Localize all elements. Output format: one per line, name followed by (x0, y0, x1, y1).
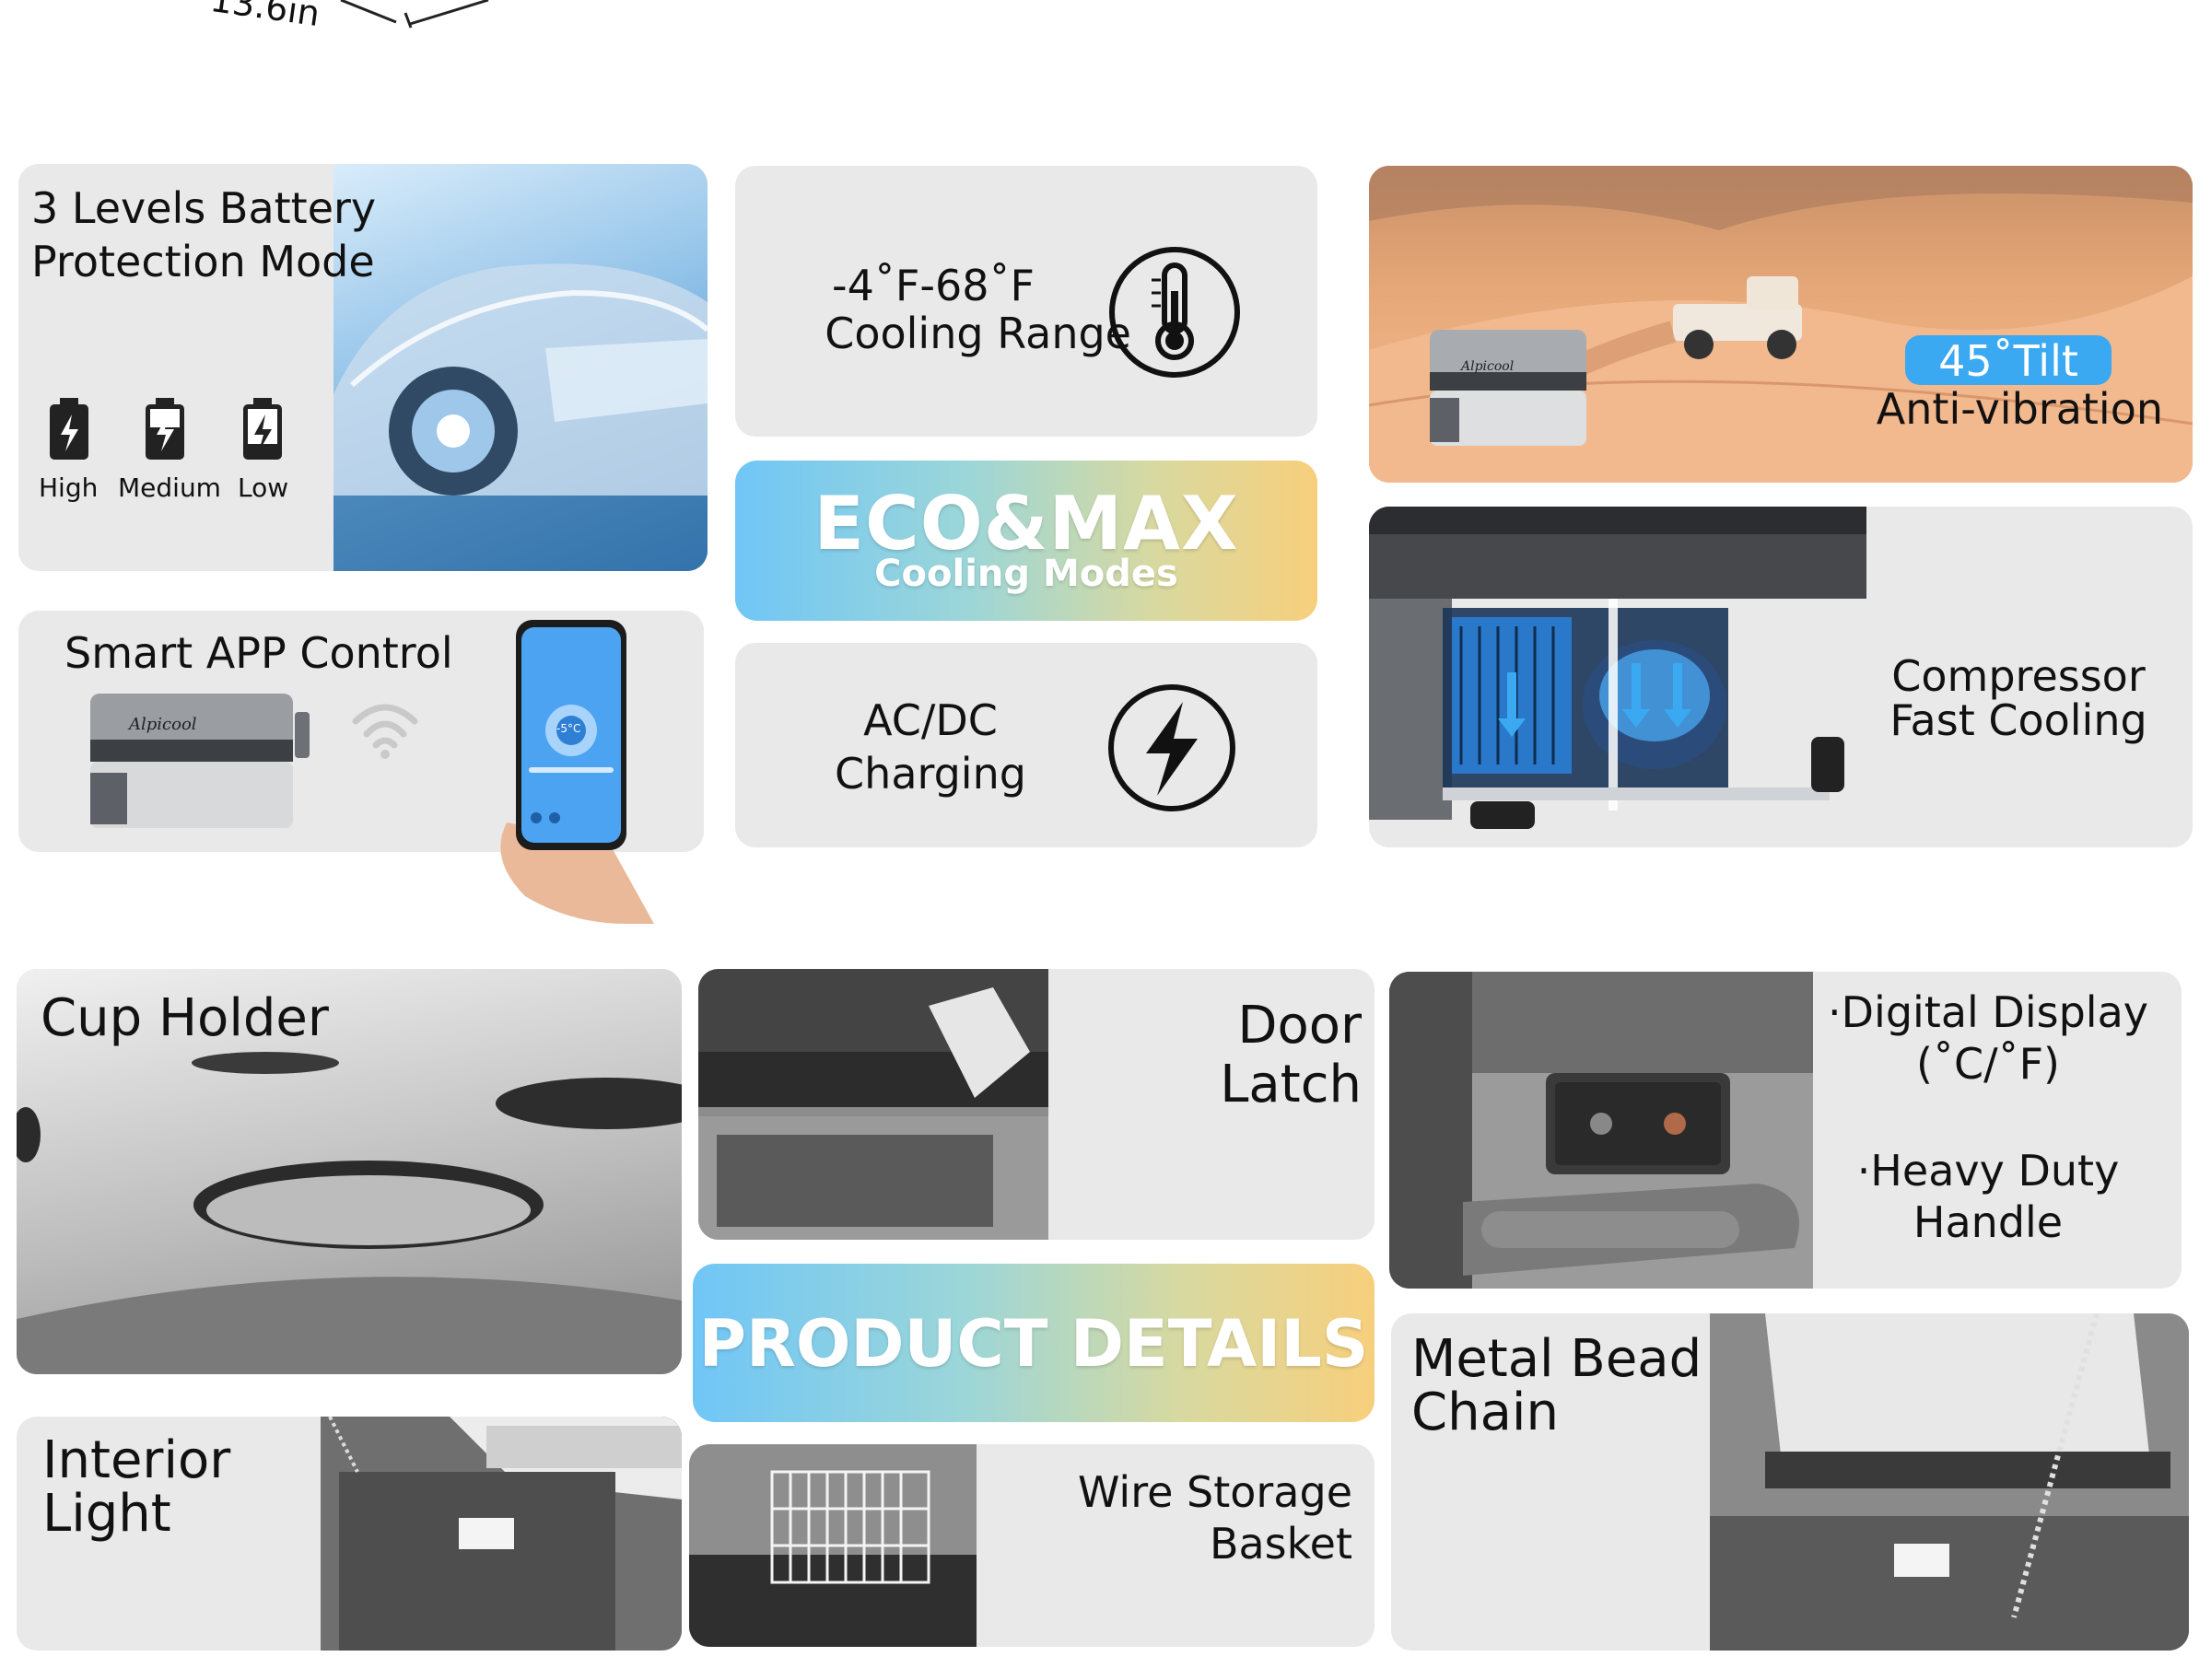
thermometer-icon (1107, 245, 1242, 379)
tilt-card: Alpicool 45˚Tilt Anti-vibration (1369, 166, 2193, 483)
cooling-range-card: -4˚F-68˚F Cooling Range (735, 166, 1317, 437)
cooling-range-label: Cooling Range (825, 309, 1131, 358)
battery-title-line2: Protection Mode (31, 237, 375, 286)
charging-line2: Charging (835, 749, 1026, 799)
bead-chain-image (1710, 1313, 2189, 1651)
bead-chain-illustration (1710, 1313, 2189, 1651)
fridge-brand-label: Alpicool (129, 715, 197, 734)
modes-subtitle: Cooling Modes (874, 553, 1178, 595)
wire-basket-illustration (689, 1470, 977, 1647)
product-details-title: PRODUCT DETAILS (698, 1306, 1369, 1382)
modes-title: ECO&MAX (813, 481, 1239, 566)
battery-protection-card: 3 Levels Battery Protection Mode High Me… (18, 164, 708, 571)
phone-temp-readout: -5°C (556, 722, 581, 735)
handle-line2: Handle (1913, 1197, 2064, 1247)
lightning-icon (1106, 682, 1238, 814)
tilt-badge-text: 45˚Tilt (1938, 336, 2078, 386)
chain-line1: Metal Bead (1411, 1329, 1702, 1389)
car-illustration (333, 263, 708, 571)
cooling-range-temps: -4˚F-68˚F (832, 261, 1035, 310)
battery-high-icon (46, 396, 92, 462)
compressor-image (1369, 507, 1866, 847)
cup-holder-card: Cup Holder (17, 969, 682, 1374)
compressor-illustration (1369, 507, 1866, 829)
cup-holder-illustration (17, 1052, 682, 1374)
cooling-modes-banner: ECO&MAX Cooling Modes (735, 461, 1317, 621)
dimension-lines (340, 0, 489, 29)
battery-level-medium: Medium (118, 472, 221, 503)
battery-medium-icon (142, 396, 188, 462)
compressor-card: Compressor Fast Cooling (1369, 507, 2193, 847)
cup-holder-title: Cup Holder (41, 988, 329, 1048)
display-line1: ·Digital Display (1828, 987, 2148, 1037)
door-latch-card: Door Latch (698, 969, 1375, 1240)
display-handle-illustration (1389, 972, 1813, 1289)
battery-level-low: Low (238, 472, 289, 503)
wire-basket-image (689, 1444, 977, 1647)
interior-light-image (321, 1417, 682, 1651)
battery-title-line1: 3 Levels Battery (31, 183, 377, 233)
interior-line2: Light (42, 1484, 171, 1544)
bead-chain-card: Metal Bead Chain (1391, 1313, 2189, 1651)
display-line2: (˚C/˚F) (1916, 1039, 2060, 1089)
wifi-icon (348, 695, 422, 760)
tilt-fridge-image (1424, 322, 1599, 451)
wire-basket-card: Wire Storage Basket (689, 1444, 1375, 1647)
product-details-banner: PRODUCT DETAILS (693, 1264, 1375, 1422)
fridge-image (81, 684, 311, 832)
interior-light-card: Interior Light (17, 1417, 682, 1651)
tilt-label: Anti-vibration (1876, 384, 2163, 434)
interior-light-illustration (321, 1417, 682, 1651)
door-latch-title: Door Latch (1220, 996, 1362, 1115)
digital-display-card: ·Digital Display (˚C/˚F) ·Heavy Duty Han… (1389, 972, 2182, 1289)
handle-line1: ·Heavy Duty (1856, 1146, 2120, 1196)
door-latch-image (698, 969, 1048, 1240)
car-xray-image (333, 164, 708, 571)
smart-app-card: Smart APP Control Alpicool -5°C (18, 611, 704, 924)
basket-line2: Basket (1209, 1519, 1352, 1569)
battery-level-high: High (39, 472, 99, 503)
dimension-drawing (184, 0, 663, 55)
tilt-badge (1905, 335, 2112, 385)
interior-line1: Interior (42, 1430, 231, 1490)
charging-card: AC/DC Charging (735, 643, 1317, 847)
door-latch-illustration (698, 969, 1048, 1240)
battery-low-icon (240, 396, 286, 462)
display-handle-image (1389, 972, 1813, 1289)
app-title: Smart APP Control (64, 628, 453, 678)
phone-in-hand (470, 620, 728, 924)
cup-holder-image (17, 969, 682, 1374)
charging-line1: AC/DC (863, 695, 998, 745)
compressor-line1: Compressor (1891, 651, 2146, 701)
compressor-line2: Fast Cooling (1889, 695, 2147, 745)
basket-line1: Wire Storage (1077, 1467, 1352, 1517)
chain-line2: Chain (1411, 1382, 1559, 1442)
tilt-fridge-brand: Alpicool (1461, 359, 1515, 374)
